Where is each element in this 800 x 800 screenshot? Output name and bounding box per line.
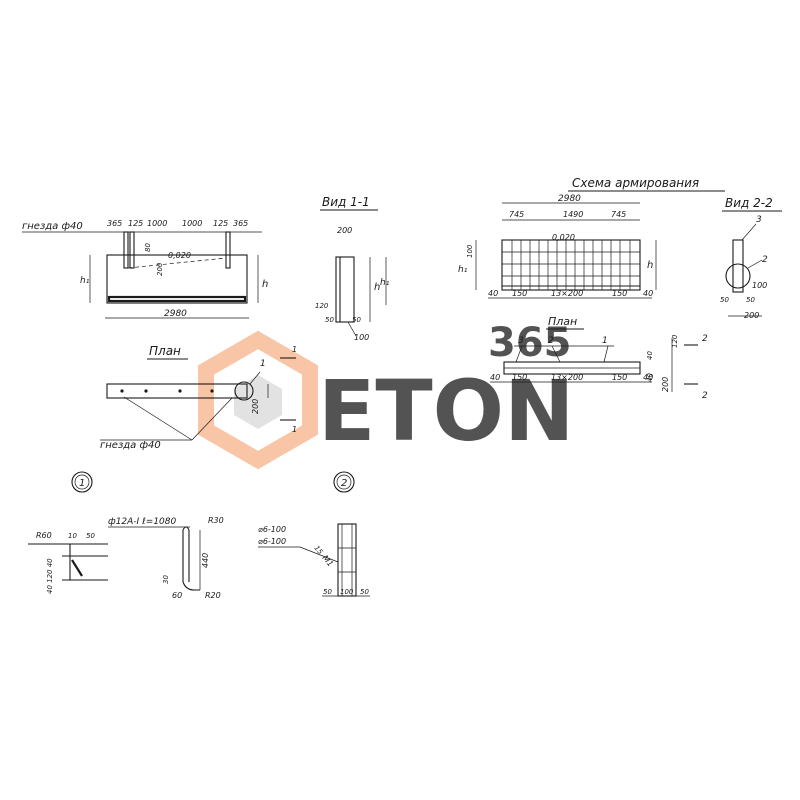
plan-right-title: План <box>548 315 577 328</box>
reinf-slope: 0,020 <box>552 233 575 242</box>
detail-1-r30: R30 <box>208 516 224 525</box>
reinf-b150a: 150 <box>512 289 527 298</box>
elevation-nests-label: гнезда ф40 <box>22 221 83 232</box>
view-1-1-h1: h₁ <box>380 278 390 288</box>
detail-1-bar: ф12А-I ℓ=1080 <box>108 517 177 527</box>
view-1-1: Вид 1-1 200 h h₁ 120 50 50 100 <box>315 195 390 342</box>
plan-right-pos1: 1 <box>602 336 608 346</box>
detail-2-d15: 15 <box>312 544 324 556</box>
plan-right-b150b: 150 <box>612 373 627 382</box>
plan-right-section-2b: 2 <box>702 391 708 401</box>
view-2-2-d200: 200 <box>744 311 759 320</box>
reinf-d1490: 1490 <box>563 210 583 219</box>
detail-2-marker: 2 <box>341 478 347 489</box>
plan-left-section-1a: 1 <box>292 345 297 354</box>
reinf-b40b: 40 <box>643 289 653 298</box>
detail-1-marker: 1 <box>79 478 85 489</box>
plan-left-callout-1: 1 <box>260 359 266 369</box>
plan-right-pos3: 3 <box>518 336 524 346</box>
reinforcement-scheme: Схема армирования 2980 745 1490 745 0,02… <box>458 176 725 299</box>
view-1-1-d100: 100 <box>354 333 369 342</box>
reinf-b40a: 40 <box>488 289 498 298</box>
reinforcement-title: Схема армирования <box>572 176 699 190</box>
elev-h1: h₁ <box>80 276 90 286</box>
reinf-overall: 2980 <box>558 194 581 204</box>
plan-right-b150a: 150 <box>512 373 527 382</box>
detail-1-r60: R60 <box>36 531 52 540</box>
elevation-view: гнезда ф40 365 125 1000 1000 125 365 80 … <box>22 219 268 319</box>
reinf-mesh-grid <box>502 240 640 290</box>
elev-dim-125b: 125 <box>213 219 228 228</box>
watermark-hexagon-logo <box>198 330 318 470</box>
view-2-2-pos3: 3 <box>756 215 762 225</box>
view-2-2-d50b: 50 <box>746 296 755 304</box>
detail-2: 2 ⌀6-100 ⌀6-100 15 M1 50 100 50 <box>258 471 370 597</box>
watermark-brand: ETON <box>318 362 574 460</box>
detail-2-mesh-b: ⌀6-100 <box>258 537 286 546</box>
plan-right-d40b: 40 <box>646 373 654 382</box>
plan-left-nests-label: гнезда ф40 <box>100 440 161 451</box>
detail-2-d50a: 50 <box>323 588 332 596</box>
view-2-2-d100: 100 <box>752 281 767 290</box>
detail-2-mesh-a: ⌀6-100 <box>258 525 286 534</box>
view-1-1-d50a: 50 <box>325 316 334 324</box>
view-1-1-h: h <box>374 282 380 293</box>
plan-right-d40: 40 <box>646 351 654 360</box>
elev-dim-200: 200 <box>156 262 164 276</box>
plan-right-d200: 200 <box>661 377 670 392</box>
reinf-h1: h₁ <box>458 265 468 275</box>
plan-right-d120: 120 <box>671 334 679 348</box>
reinf-b13x200: 13×200 <box>551 289 583 298</box>
plan-right: План 3 2 1 40 150 13×200 150 40 40 120 4… <box>490 315 708 401</box>
detail-1-d40-120-40: 40 120 40 <box>46 558 54 594</box>
elev-slope: 0,020 <box>168 251 191 260</box>
elev-dim-365a: 365 <box>107 219 122 228</box>
detail-1-d30: 30 <box>162 575 170 584</box>
view-1-1-d120: 120 <box>315 302 329 310</box>
plan-right-b40b: 40 <box>643 373 653 382</box>
detail-1-d50: 50 <box>86 532 95 540</box>
elev-h: h <box>262 279 268 290</box>
elev-dim-1000b: 1000 <box>182 219 202 228</box>
reinf-h: h <box>647 260 653 271</box>
detail-1-d10: 10 <box>68 532 77 540</box>
plan-left-d200: 200 <box>251 399 260 414</box>
elev-dim-80: 80 <box>144 243 152 252</box>
view-1-1-d50b: 50 <box>352 316 361 324</box>
view-1-1-d200: 200 <box>337 226 352 235</box>
elev-dim-365b: 365 <box>233 219 248 228</box>
plan-right-pos2: 2 <box>548 336 554 346</box>
watermark-number: 365 <box>488 320 572 366</box>
plan-right-section-2a: 2 <box>702 334 708 344</box>
elev-dim-125a: 125 <box>128 219 143 228</box>
view-1-1-title: Вид 1-1 <box>322 195 370 209</box>
detail-1-d440: 440 <box>201 553 210 568</box>
detail-2-d100: 100 <box>340 588 354 596</box>
plan-right-b13x200: 13×200 <box>551 373 583 382</box>
detail-1-r20: R20 <box>205 591 221 600</box>
view-2-2-d50a: 50 <box>720 296 729 304</box>
detail-1: 1 R60 10 50 40 120 40 ф12А-I ℓ=1080 R30 … <box>28 471 224 600</box>
reinf-b150b: 150 <box>612 289 627 298</box>
reinf-d745a: 745 <box>509 210 524 219</box>
elev-length: 2980 <box>164 309 187 319</box>
plan-right-b40a: 40 <box>490 373 500 382</box>
watermark: 365 ETON <box>198 320 574 470</box>
reinf-d745b: 745 <box>611 210 626 219</box>
plan-left: План 1 1 1 200 гнезда ф40 <box>100 344 297 451</box>
view-2-2: Вид 2-2 3 2 100 50 50 200 <box>720 196 782 320</box>
watermark-hexagon-inner <box>234 375 282 429</box>
view-2-2-pos2: 2 <box>762 255 768 265</box>
elev-dim-1000a: 1000 <box>147 219 167 228</box>
plan-left-title: План <box>149 344 181 358</box>
view-2-2-title: Вид 2-2 <box>725 196 773 210</box>
detail-2-d50b: 50 <box>360 588 369 596</box>
plan-left-section-1b: 1 <box>292 425 297 434</box>
detail-1-d60: 60 <box>172 591 182 600</box>
reinf-d100: 100 <box>466 244 474 258</box>
